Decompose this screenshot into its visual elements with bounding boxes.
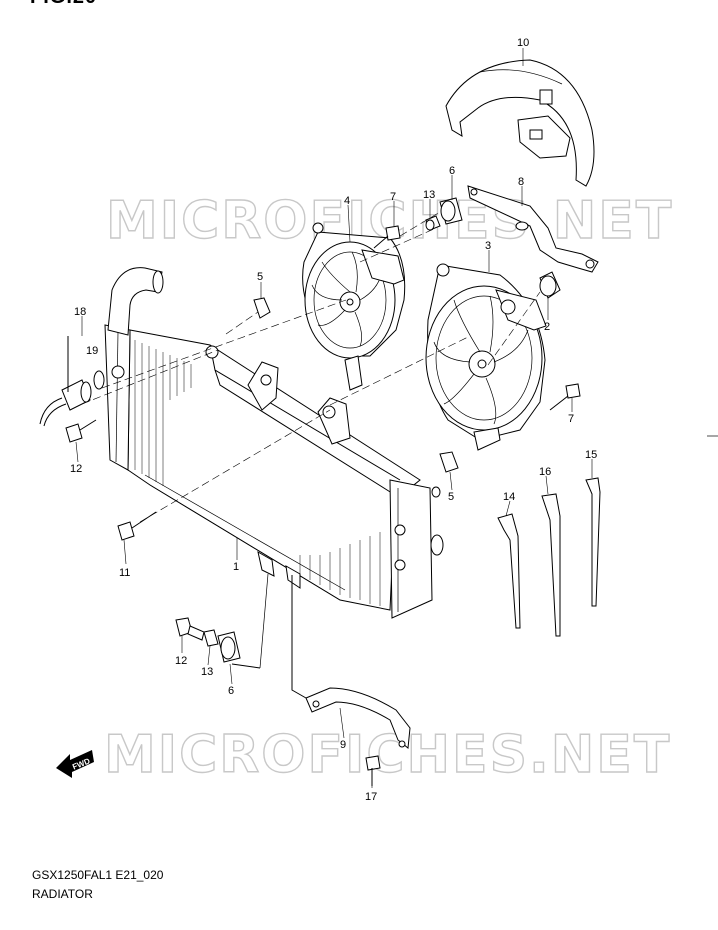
callout-13-lower: 13 [201,666,213,678]
thermo-switch [39,370,105,427]
figure-title: FIG.20 [30,0,97,9]
callout-9: 9 [340,739,346,751]
collar-13-top [425,215,441,231]
bolt-17 [365,755,381,786]
fan-assembly-right [425,263,547,451]
fan-cover-shroud [445,59,595,187]
callout-7-right: 7 [568,413,574,425]
callout-5-top: 5 [257,271,263,283]
bolt-12-lower [175,617,205,641]
callout-1: 1 [233,561,239,573]
clip-nut-5-top [253,297,271,319]
fan-assembly-left [302,222,406,391]
callout-15: 15 [585,449,597,461]
callout-12-lower: 12 [175,655,187,667]
guide-lines [81,211,541,523]
radiator-core [104,324,444,669]
leader-lines [75,48,593,788]
callout-4: 4 [344,195,350,207]
bolt-12-left [65,419,97,443]
callout-10: 10 [517,37,529,49]
watermark-bottom: MICROFICHES.NET [104,725,671,785]
clip-nut-5-lower [439,451,459,473]
callout-labels: 10 6 8 13 7 4 3 5 2 18 19 7 12 15 16 5 1… [70,37,597,803]
callout-7-top: 7 [390,191,396,203]
model-code: GSX1250FAL1 E21_020 [32,868,164,882]
grommet-6-lower [217,631,241,663]
fwd-arrow-icon: FWD [56,750,94,778]
callout-2: 2 [544,321,550,333]
callout-11: 11 [119,567,130,579]
collar-13-lower [203,629,219,647]
callout-8: 8 [518,176,524,188]
callout-19: 19 [86,345,98,357]
bolt-7-top [373,225,401,249]
callout-13-top: 13 [423,189,435,201]
callout-12-left: 12 [70,463,82,475]
fan-bracket-8 [467,185,599,273]
cable-tie-16 [541,493,561,637]
grommet-2 [539,271,561,299]
upper-hose [107,267,164,379]
bolt-11 [117,511,157,541]
bolt-7-right [549,383,581,411]
callout-3: 3 [485,240,491,252]
cable-tie-15 [585,477,601,607]
callout-17: 17 [365,791,377,803]
cable-tie-14 [497,513,521,629]
callout-6-lower: 6 [228,685,234,697]
callout-14: 14 [503,491,515,503]
grommet-6-top [439,197,463,225]
callout-16: 16 [539,466,551,478]
lower-bracket-9 [305,687,411,749]
callout-6-top: 6 [449,165,455,177]
callout-18: 18 [74,306,86,318]
section-name: RADIATOR [32,887,93,901]
callout-5-lower: 5 [448,491,454,503]
